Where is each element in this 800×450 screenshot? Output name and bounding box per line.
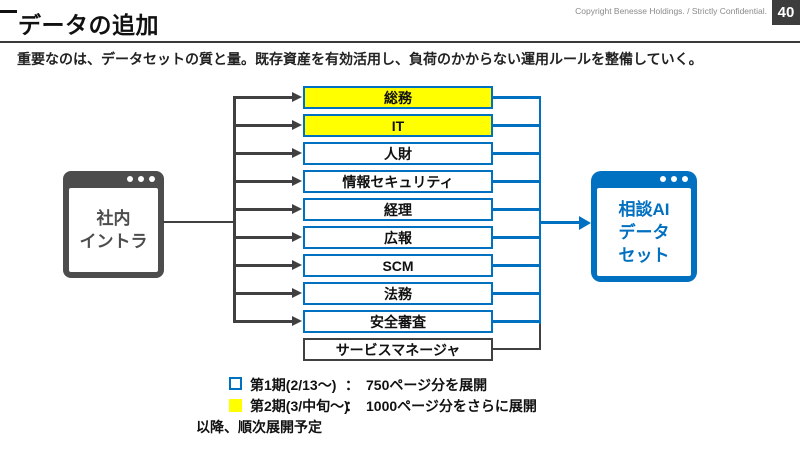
title-separator-line	[0, 41, 800, 43]
department-box: IT	[303, 114, 493, 137]
page-title: データの追加	[18, 12, 159, 38]
distribution-arrow-line	[234, 180, 292, 183]
service-manager-elbow-horizontal	[493, 347, 541, 350]
department-box: 法務	[303, 282, 493, 305]
department-box: 経理	[303, 198, 493, 221]
ai-dataset-label: 相談AI データ セット	[597, 188, 691, 276]
distribution-arrowhead-icon	[292, 232, 302, 242]
collection-connector-line	[493, 292, 540, 295]
distribution-arrow-line	[234, 264, 292, 267]
department-box: 安全審査	[303, 310, 493, 333]
intranet-window-icon: 社内 イントラ	[63, 171, 164, 278]
intranet-label-line1: 社内	[96, 209, 131, 228]
legend-note: 以降、順次展開予定	[196, 419, 322, 435]
ai-dataset-label-line1: 相談AI	[618, 199, 670, 219]
legend-swatch-phase2	[229, 399, 242, 412]
legend-phase2-period: 第2期(3/中旬～)	[250, 398, 349, 414]
service-manager-elbow-vertical	[538, 324, 541, 350]
legend-phase1-description: 750ページ分を展開	[366, 377, 488, 393]
legend-item-phase1: 第1期(2/13～) ： 750ページ分を展開	[250, 375, 487, 395]
distribution-arrowhead-icon	[292, 120, 302, 130]
legend-item-phase2: 第2期(3/中旬～)： 1000ページ分をさらに展開	[250, 396, 537, 416]
collection-connector-line	[493, 152, 540, 155]
target-arrow-line	[540, 221, 580, 224]
target-arrowhead-icon	[579, 215, 591, 230]
distribution-arrow-line	[234, 96, 292, 99]
collection-connector-line	[493, 96, 540, 99]
legend-phase1-period: 第1期(2/13～)	[250, 377, 337, 393]
window-dots-icon	[660, 176, 688, 182]
distribution-arrowhead-icon	[292, 176, 302, 186]
distribution-arrow-line	[234, 236, 292, 239]
distribution-arrowhead-icon	[292, 288, 302, 298]
distribution-arrow-line	[234, 320, 292, 323]
legend-phase2-description: 1000ページ分をさらに展開	[366, 398, 537, 414]
legend-phase1-colon: ：	[345, 377, 359, 393]
collection-connector-line	[493, 180, 540, 183]
subtitle-text: 重要なのは、データセットの質と量。既存資産を有効活用し、負荷のかからない運用ルー…	[17, 51, 703, 67]
department-box: SCM	[303, 254, 493, 277]
collection-connector-line	[493, 124, 540, 127]
legend-phase2-colon: ：	[345, 398, 359, 414]
distribution-arrow-line	[234, 208, 292, 211]
department-box: 人財	[303, 142, 493, 165]
distribution-arrowhead-icon	[292, 316, 302, 326]
distribution-arrowhead-icon	[292, 260, 302, 270]
collection-connector-line	[493, 236, 540, 239]
department-box: 広報	[303, 226, 493, 249]
page-number-badge: 40	[772, 0, 800, 25]
distribution-arrow-line	[234, 292, 292, 295]
window-dots-icon	[127, 176, 155, 182]
title-accent-dash	[0, 10, 17, 13]
source-connector-line	[163, 220, 234, 223]
distribution-arrowhead-icon	[292, 148, 302, 158]
collection-connector-line	[493, 320, 540, 323]
department-box: 総務	[303, 86, 493, 109]
distribution-arrowhead-icon	[292, 204, 302, 214]
collection-connector-line	[493, 208, 540, 211]
collection-connector-line	[493, 264, 540, 267]
ai-dataset-label-line3: セット	[618, 245, 670, 265]
department-box: サービスマネージャ	[303, 338, 493, 361]
distribution-arrow-line	[234, 124, 292, 127]
department-box: 情報セキュリティ	[303, 170, 493, 193]
distribution-arrow-line	[234, 152, 292, 155]
distribution-arrowhead-icon	[292, 92, 302, 102]
legend-swatch-phase1	[229, 377, 242, 390]
intranet-label: 社内 イントラ	[69, 188, 158, 272]
copyright-text: Copyright Benesse Holdings. / Strictly C…	[575, 6, 767, 16]
ai-dataset-label-line2: データ	[618, 222, 670, 242]
ai-dataset-window-icon: 相談AI データ セット	[591, 171, 697, 282]
intranet-label-line2: イントラ	[79, 232, 148, 251]
